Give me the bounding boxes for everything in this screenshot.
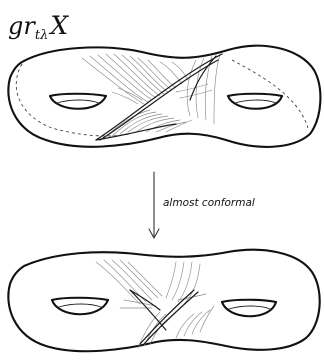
bottom-foliation [96, 260, 214, 348]
bottom-right-handle [222, 300, 276, 317]
almost-conformal-arrow [149, 172, 159, 238]
top-surface-outline [8, 46, 320, 147]
bottom-left-handle [52, 298, 108, 315]
top-left-handle [50, 94, 106, 109]
top-surface [8, 46, 320, 147]
arrow-caption: almost conformal [163, 197, 255, 209]
figure-title: grtλX [8, 11, 69, 43]
top-lamination [96, 54, 222, 140]
bottom-surface [8, 250, 319, 351]
top-right-handle [228, 94, 282, 109]
